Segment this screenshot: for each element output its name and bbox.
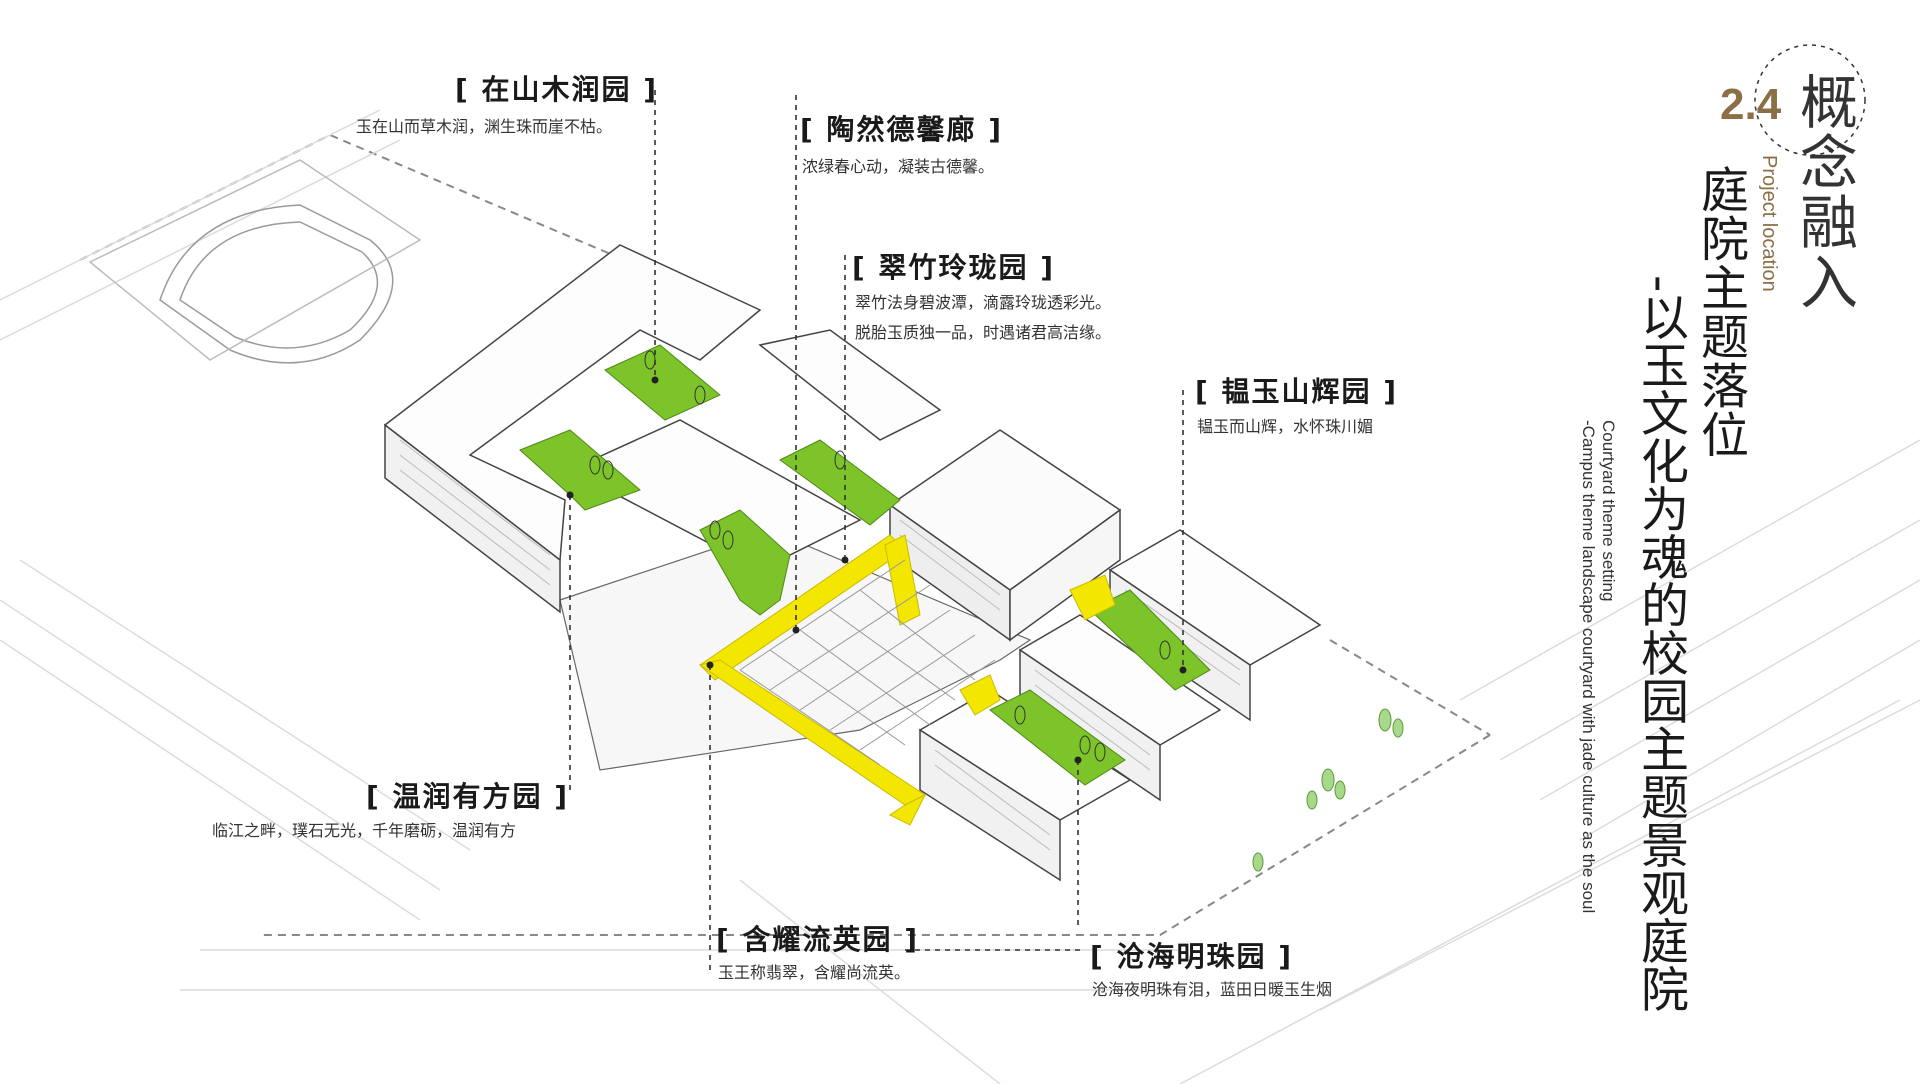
garden-label-hanyao: [ 含耀流英园 ] — [716, 918, 919, 958]
garden-desc: 临江之畔，璞石无光，千年磨砺，温润有方 — [212, 821, 517, 840]
theme-en-line-2: -Campus theme landscape courtyard with j… — [1579, 420, 1598, 914]
green-courtyards — [519, 344, 1211, 786]
garden-desc: 韫玉而山辉，水怀珠川媚 — [1197, 417, 1374, 436]
green-trees — [1252, 708, 1404, 872]
courtyard-yunyu — [1089, 589, 1211, 691]
garden-title: [ 翠竹玲珑园 ] — [852, 251, 1056, 284]
garden-title: [ 陶然德馨廊 ] — [800, 113, 1004, 146]
section-title: 概念融入 — [1790, 72, 1858, 312]
site-boundary-right — [1329, 639, 1491, 736]
section-subtitle-en: Project location — [1758, 155, 1780, 292]
garden-title: [ 含耀流英园 ] — [716, 923, 920, 956]
theme-line-2: -以玉文化为魂的校园主题景观庭院 — [1632, 275, 1688, 1013]
leader-dots — [566, 376, 1187, 764]
plaza-grid — [739, 559, 996, 766]
section-number: 2.4 — [1720, 80, 1782, 129]
courtyard-canghai — [989, 689, 1126, 786]
garden-title: [ 温润有方园 ] — [366, 780, 570, 813]
heading-circle-decoration — [1754, 44, 1866, 156]
garden-title: [ 韫玉山辉园 ] — [1195, 375, 1399, 408]
leader-lines — [569, 90, 1184, 970]
courtyard-wenrun — [519, 429, 641, 511]
garden-label-zaishan: [ 在山木润园 ] — [455, 68, 658, 108]
courtyard-cuizhu — [699, 509, 791, 616]
building-central-north — [758, 329, 942, 441]
garden-title: [ 沧海明珠园 ] — [1090, 940, 1294, 973]
building-west — [383, 244, 762, 562]
garden-title: [ 在山木润园 ] — [455, 73, 659, 106]
garden-desc: 浓绿春心动，凝装古德馨。 — [802, 157, 995, 176]
garden-desc: 玉王称翡翠，含耀尚流英。 — [718, 963, 911, 982]
garden-label-wenrun: [ 温润有方园 ] — [366, 775, 569, 815]
garden-desc: 翠竹法身碧波潭，滴露玲珑透彩光。 — [855, 293, 1112, 312]
garden-desc: 沧海夜明珠有泪，蓝田日暖玉生烟 — [1092, 980, 1333, 999]
garden-label-cuizhu: [ 翠竹玲珑园 ] — [852, 246, 1055, 286]
courtyard-zaishan — [604, 344, 721, 421]
garden-label-canghai: [ 沧海明珠园 ] — [1090, 935, 1293, 975]
yellow-corridor — [698, 534, 1116, 826]
garden-desc: 玉在山而草木润，渊生珠而崖不枯。 — [356, 117, 613, 136]
context-roads — [0, 109, 1920, 1084]
courtyard-taoran — [779, 439, 901, 526]
leader-hanyao — [709, 665, 1080, 970]
garden-desc: 脱胎玉质独一品，时遇诸君高洁缘。 — [855, 323, 1112, 342]
theme-en-line-1: Courtyard theme setting — [1599, 420, 1618, 602]
garden-label-yunyu: [ 韫玉山辉园 ] — [1195, 370, 1398, 410]
sports-field — [88, 159, 422, 364]
site-boundary — [79, 133, 1491, 936]
garden-label-taoran: [ 陶然德馨廊 ] — [800, 108, 1003, 148]
theme-line-1: 庭院主题落位 — [1692, 165, 1748, 459]
